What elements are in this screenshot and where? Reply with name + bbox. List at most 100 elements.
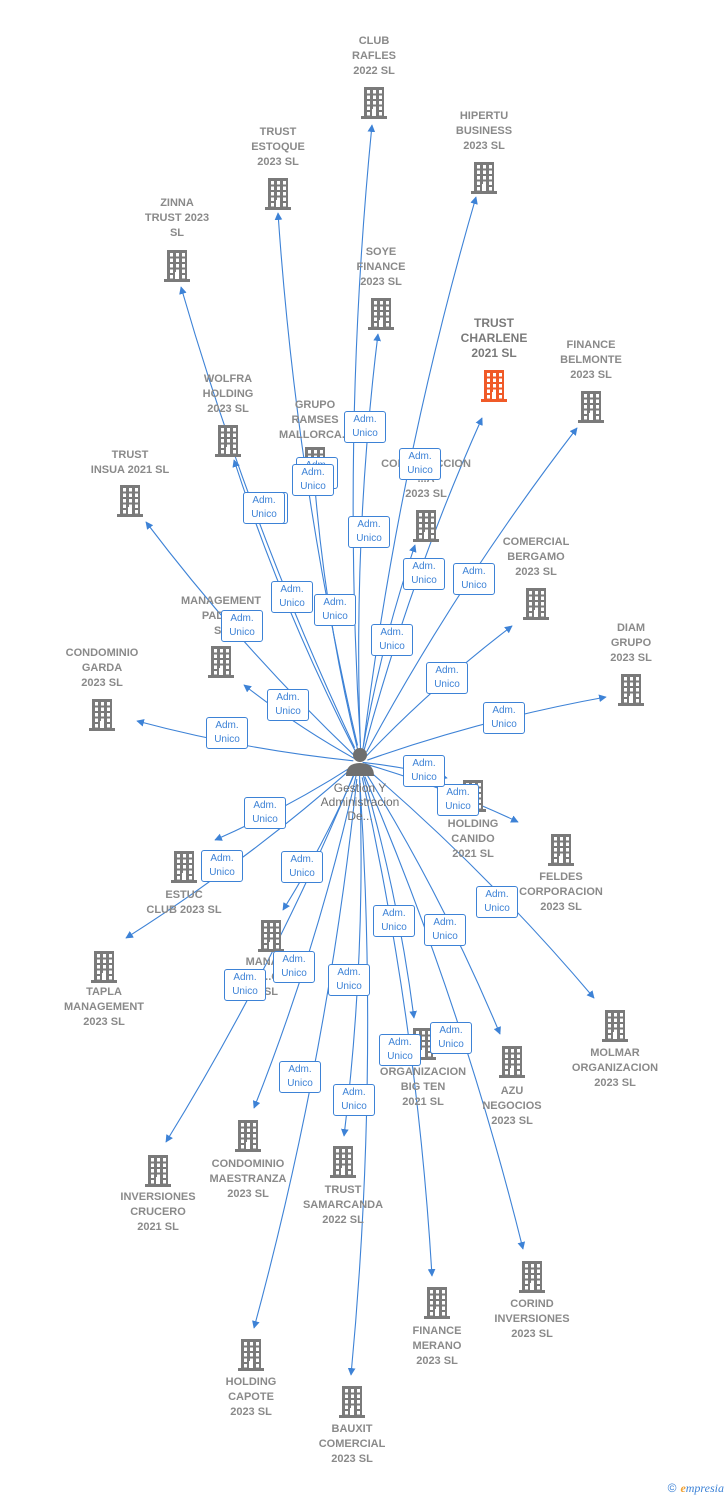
edge-label-text: Adm. Unico bbox=[491, 705, 517, 730]
company-node-label[interactable]: FINANCE BELMONTE 2023 SL bbox=[560, 339, 622, 381]
building-icon bbox=[238, 1339, 264, 1371]
company-node-label[interactable]: FINANCE MERANO 2023 SL bbox=[412, 1325, 462, 1367]
edge-role-badge[interactable]: Adm. Unico bbox=[243, 492, 285, 524]
edge-role-badge[interactable]: Adm. Unico bbox=[221, 610, 263, 642]
edge-role-badge[interactable]: Adm. Unico bbox=[453, 563, 495, 595]
footer-brand: ©empresia bbox=[668, 1481, 724, 1496]
edge-label-text: Adm. Unico bbox=[252, 800, 278, 825]
company-node-label[interactable]: ESTUC CLUB 2023 SL bbox=[146, 889, 222, 916]
edge-role-badge[interactable]: Adm. Unico bbox=[201, 850, 243, 882]
company-node-label[interactable]: HIPERTU BUSINESS 2023 SL bbox=[455, 110, 513, 152]
edge-role-badge[interactable]: Adm. Unico bbox=[426, 662, 468, 694]
edge-role-badge[interactable]: Adm. Unico bbox=[292, 464, 334, 496]
building-icon bbox=[424, 1287, 450, 1319]
edge-label-text: Adm. Unico bbox=[275, 692, 301, 717]
edge-label-text: Adm. Unico bbox=[251, 495, 277, 520]
edge-label-text: Adm. Unico bbox=[341, 1087, 367, 1112]
relation-edge bbox=[252, 772, 358, 1109]
center-person-label[interactable]: Gestion Y Administracion De... bbox=[320, 781, 400, 823]
edge-role-badge[interactable]: Adm. Unico bbox=[437, 784, 479, 816]
edge-label-text: Adm. Unico bbox=[352, 414, 378, 439]
edge-role-badge[interactable]: Adm. Unico bbox=[403, 558, 445, 590]
building-icon bbox=[413, 510, 439, 542]
edge-role-badge[interactable]: Adm. Unico bbox=[348, 516, 390, 548]
relation-edge bbox=[363, 769, 501, 1035]
company-node-label[interactable]: CONDOMINIO MAESTRANZA 2023 SL bbox=[209, 1158, 287, 1200]
edge-label-text: Adm. Unico bbox=[411, 561, 437, 586]
edge-role-badge[interactable]: Adm. Unico bbox=[273, 951, 315, 983]
company-node-label[interactable]: WOLFRA HOLDING 2023 SL bbox=[202, 373, 254, 415]
building-icon bbox=[499, 1046, 525, 1078]
edge-label-text: Adm. Unico bbox=[229, 613, 255, 638]
company-node-label[interactable]: MOLMAR ORGANIZACION 2023 SL bbox=[571, 1047, 659, 1089]
company-node-label[interactable]: HOLDING CANIDO 2021 SL bbox=[447, 818, 499, 860]
building-icon bbox=[368, 298, 394, 330]
company-node-label[interactable]: CORIND INVERSIONES 2023 SL bbox=[494, 1298, 570, 1340]
company-node-label[interactable]: HOLDING CAPOTE 2023 SL bbox=[225, 1376, 277, 1418]
company-node-label[interactable]: ZINNA TRUST 2023 SL bbox=[144, 197, 210, 239]
company-node-label[interactable]: TRUST ESTOQUE 2023 SL bbox=[251, 126, 305, 168]
edge-role-badge[interactable]: Adm. Unico bbox=[371, 624, 413, 656]
brand-name: mpresia bbox=[685, 1481, 724, 1495]
edge-role-badge[interactable]: Adm. Unico bbox=[206, 717, 248, 749]
building-icon bbox=[208, 646, 234, 678]
company-node-label[interactable]: ORGANIZACION BIG TEN 2021 SL bbox=[379, 1066, 467, 1108]
edge-label-text: Adm. Unico bbox=[381, 908, 407, 933]
relation-edge bbox=[364, 776, 526, 1250]
edge-label-text: Adm. Unico bbox=[434, 665, 460, 690]
edge-label-text: Adm. Unico bbox=[407, 451, 433, 476]
relation-edge bbox=[361, 777, 436, 1277]
edge-role-badge[interactable]: Adm. Unico bbox=[373, 905, 415, 937]
relation-edge bbox=[361, 769, 417, 1019]
edge-role-badge[interactable]: Adm. Unico bbox=[344, 411, 386, 443]
company-node-label[interactable]: TRUST SAMARCANDA 2022 SL bbox=[302, 1184, 384, 1226]
edge-label-text: Adm. Unico bbox=[411, 758, 437, 783]
company-node-label[interactable]: GRUPO RAMSES MALLORCA... bbox=[278, 399, 352, 441]
building-icon bbox=[471, 162, 497, 194]
edge-role-badge[interactable]: Adm. Unico bbox=[424, 914, 466, 946]
company-node-label[interactable]: TRUST CHARLENE 2021 SL bbox=[460, 316, 528, 360]
edge-role-badge[interactable]: Adm. Unico bbox=[379, 1034, 421, 1066]
edge-role-badge[interactable]: Adm. Unico bbox=[476, 886, 518, 918]
company-node-label[interactable]: INVERSIONES CRUCERO 2021 SL bbox=[120, 1191, 196, 1233]
edge-label-text: Adm. Unico bbox=[214, 720, 240, 745]
edge-role-badge[interactable]: Adm. Unico bbox=[279, 1061, 321, 1093]
edge-role-badge[interactable]: Adm. Unico bbox=[267, 689, 309, 721]
edge-role-badge[interactable]: Adm. Unico bbox=[403, 755, 445, 787]
edge-label-text: Adm. Unico bbox=[387, 1037, 413, 1062]
building-icon bbox=[235, 1120, 261, 1152]
company-node-label[interactable]: CLUB RAFLES 2022 SL bbox=[352, 35, 396, 77]
edge-label-text: Adm. Unico bbox=[279, 584, 305, 609]
edge-role-badge[interactable]: Adm. Unico bbox=[281, 851, 323, 883]
edge-role-badge[interactable]: Adm. Unico bbox=[224, 969, 266, 1001]
edge-role-badge[interactable]: Adm. Unico bbox=[271, 581, 313, 613]
edge-role-badge[interactable]: Adm. Unico bbox=[244, 797, 286, 829]
brand-initial: e bbox=[680, 1481, 686, 1495]
edge-role-badge[interactable]: Adm. Unico bbox=[333, 1084, 375, 1116]
building-icon bbox=[618, 674, 644, 706]
edge-role-badge[interactable]: Adm. Unico bbox=[399, 448, 441, 480]
company-node-label[interactable]: AZU NEGOCIOS 2023 SL bbox=[482, 1085, 542, 1127]
company-node-label[interactable]: BAUXIT COMERCIAL 2023 SL bbox=[318, 1423, 386, 1465]
company-node-label[interactable]: FELDES CORPORACION 2023 SL bbox=[519, 871, 603, 913]
relation-edge bbox=[252, 778, 358, 1329]
edge-label-text: Adm. Unico bbox=[484, 889, 510, 914]
company-node-label[interactable]: CONDOMINIO GARDA 2023 SL bbox=[65, 647, 139, 689]
edge-role-badge[interactable]: Adm. Unico bbox=[328, 964, 370, 996]
building-icon bbox=[330, 1146, 356, 1178]
edge-role-badge[interactable]: Adm. Unico bbox=[430, 1022, 472, 1054]
edge-label-text: Adm. Unico bbox=[379, 627, 405, 652]
edge-label-text: Adm. Unico bbox=[438, 1025, 464, 1050]
company-node-label[interactable]: TRUST INSUA 2021 SL bbox=[90, 449, 170, 476]
edge-role-badge[interactable]: Adm. Unico bbox=[483, 702, 525, 734]
company-node-label[interactable]: DIAM GRUPO 2023 SL bbox=[610, 622, 652, 664]
edge-role-badge[interactable]: Adm. Unico bbox=[314, 594, 356, 626]
building-icon bbox=[523, 588, 549, 620]
edge-label-text: Adm. Unico bbox=[322, 597, 348, 622]
building-icon bbox=[602, 1010, 628, 1042]
company-node-label[interactable]: SOYE FINANCE 2023 SL bbox=[356, 246, 406, 288]
building-icon bbox=[89, 699, 115, 731]
company-node-label[interactable]: TAPLA MANAGEMENT 2023 SL bbox=[63, 986, 145, 1028]
company-node-label[interactable]: COMERCIAL BERGAMO 2023 SL bbox=[502, 536, 570, 578]
